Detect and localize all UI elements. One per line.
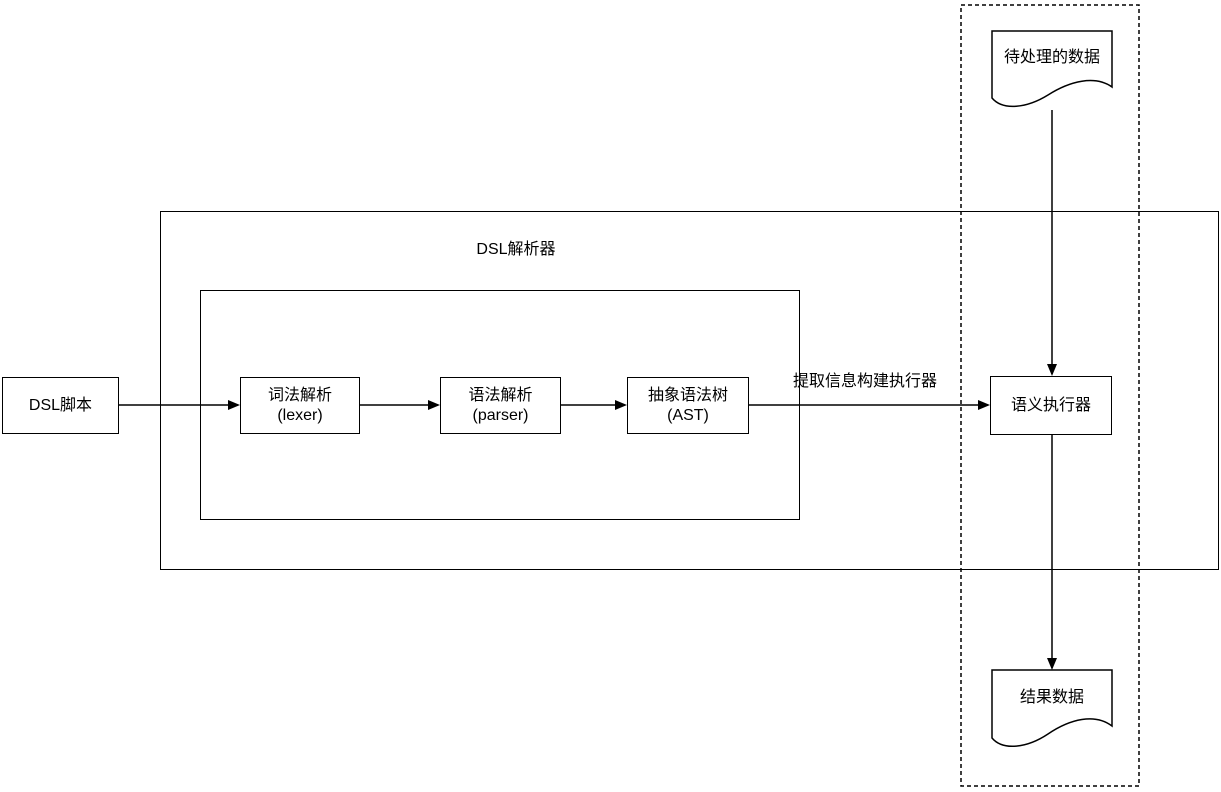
dsl-parser-container-box <box>160 211 1219 570</box>
semantic-executor-label: 语义执行器 <box>1010 396 1091 414</box>
lexer-label-line2: (lexer) <box>277 406 323 424</box>
lexer-node: 词法解析 (lexer) <box>240 377 360 434</box>
input-data-document-shape <box>991 30 1113 108</box>
parser-label-line2: (parser) <box>472 406 529 424</box>
semantic-executor-node: 语义执行器 <box>990 376 1112 435</box>
dsl-parser-container-title: DSL解析器 <box>476 241 556 258</box>
parser-label-line1: 语法解析 <box>468 386 533 404</box>
parse-pipeline-inner-box <box>200 290 800 520</box>
result-data-document-shape <box>991 669 1113 748</box>
parser-node: 语法解析 (parser) <box>440 377 561 434</box>
ast-to-executor-edge-label: 提取信息构建执行器 <box>792 373 937 390</box>
data-flow-lane-dotted-box <box>960 4 1140 787</box>
lexer-label-line1: 词法解析 <box>267 386 332 404</box>
ast-node: 抽象语法树 (AST) <box>627 377 749 434</box>
ast-label-line1: 抽象语法树 <box>647 386 728 404</box>
dsl-script-node: DSL脚本 <box>2 377 119 434</box>
input-data-document-label: 待处理的数据 <box>1003 49 1100 66</box>
ast-label-line2: (AST) <box>667 406 709 424</box>
result-data-document-label: 结果数据 <box>1019 689 1084 706</box>
dsl-script-label: DSL脚本 <box>28 396 93 414</box>
